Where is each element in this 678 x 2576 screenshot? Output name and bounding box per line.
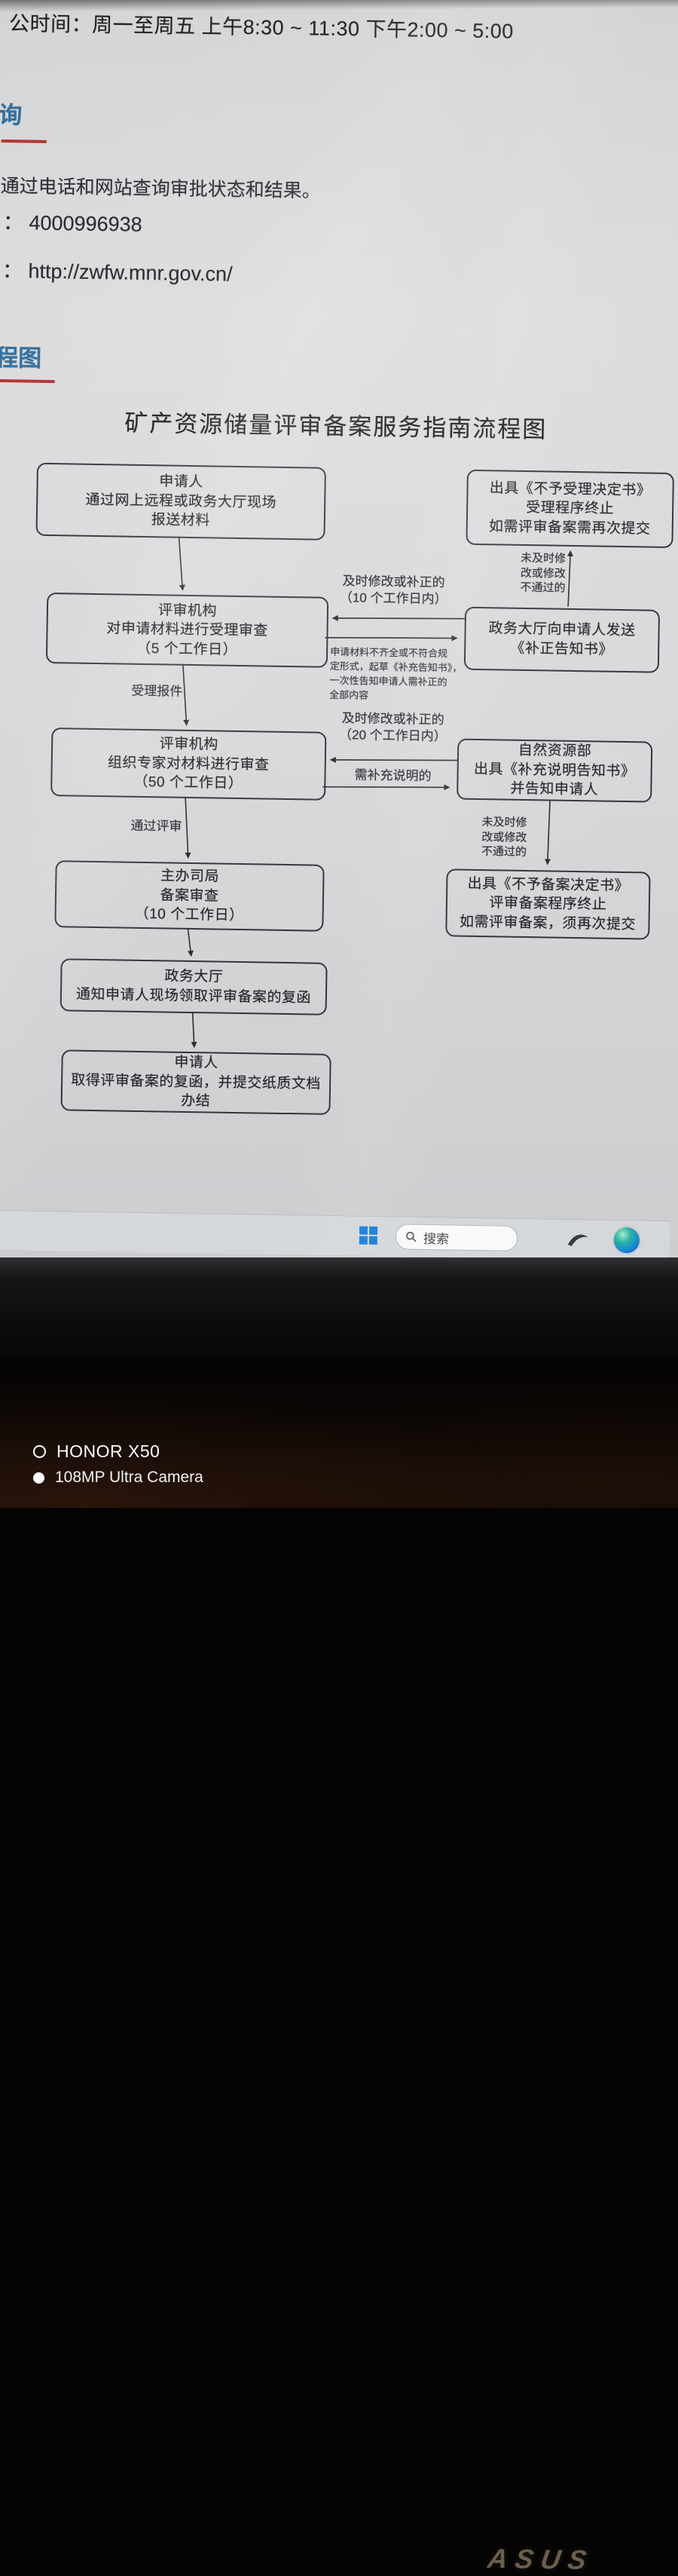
edge-browser-icon[interactable] (613, 1227, 640, 1254)
screen-content: 公时间：周一至周五 上午8:30 ~ 11:30 下午2:00 ~ 5:00 询… (0, 0, 678, 1257)
camera-watermark: HONOR X50 108MP Ultra Camera (33, 1441, 203, 1493)
flow-box-expert-review: 评审机构 组织专家对材料进行审查 （50 个工作日） (50, 727, 327, 801)
flow-box-accept-review: 评审机构 对申请材料进行受理审查 （5 个工作日） (45, 592, 329, 668)
label-fix-20days: 及时修改或补正的 （20 个工作日内） (338, 711, 447, 744)
arrow-supplement-to-reject-filing (545, 799, 551, 865)
flow-box-pickup: 政务大厅 通知申请人现场领取评审备案的复函 (60, 958, 328, 1015)
desk-background (0, 1355, 678, 1508)
arrow-correction-to-accept-review (331, 614, 465, 621)
arrow-expert-to-filing (185, 796, 191, 859)
app-swoosh-icon[interactable] (566, 1227, 590, 1251)
label-fix-10days: 及时修改或补正的 （10 个工作日内） (339, 574, 447, 607)
arrow-supplement-to-expert-review (329, 756, 457, 763)
watermark-device-row: HONOR X50 (33, 1441, 203, 1462)
section-heading-query: 询 (0, 101, 23, 129)
arrow-apply-to-accept-review (178, 536, 185, 591)
search-icon (406, 1231, 417, 1242)
section-heading-flow: 程图 (0, 344, 42, 372)
watermark-device: HONOR X50 (56, 1441, 160, 1461)
office-hours-text: 公时间：周一至周五 上午8:30 ~ 11:30 下午2:00 ~ 5:00 (8, 12, 515, 43)
ring-icon (33, 1445, 46, 1458)
label-not-fixed-bottom: 未及时修 改或修改 不通过的 (481, 816, 527, 859)
taskbar-start-button[interactable] (359, 1226, 379, 1246)
windows-taskbar: 搜索 (0, 1209, 670, 1257)
flow-box-correction-notice: 政务大厅向申请人发送 《补正告知书》 (463, 606, 661, 673)
section-underline (0, 378, 55, 384)
monitor-bezel: ASUS (0, 1257, 678, 2575)
watermark-camera: 108MP Ultra Camera (55, 1469, 203, 1486)
label-accept-filing: 受理报件 (131, 683, 183, 699)
asus-logo: ASUS (485, 2542, 597, 2576)
arrow-correction-to-reject-accept (567, 550, 573, 607)
search-label: 搜索 (423, 1231, 450, 1246)
flow-box-apply: 申请人 通过网上远程或政务大厅现场 报送材料 (35, 462, 326, 541)
query-phone: ： 4000996938 (2, 210, 142, 236)
arrow-accept-to-expert-review (182, 663, 190, 726)
flowchart: 申请人 通过网上远程或政务大厅现场 报送材料 出具《不予受理决定书》 受理程序终… (0, 441, 674, 1190)
flow-box-reject-filing: 出具《不予备案决定书》 评审备案程序终止 如需评审备案，须再次提交 (445, 868, 651, 940)
flow-box-complete: 申请人 取得评审备案的复函，并提交纸质文档 办结 (60, 1049, 331, 1115)
query-description: 通过电话和网站查询审批状态和结果。 (0, 175, 321, 202)
taskbar-search[interactable]: 搜索 (395, 1224, 518, 1251)
windows-logo-icon (359, 1226, 379, 1245)
arrow-expert-review-to-supplement (322, 784, 450, 791)
monitor-screen: 公时间：周一至周五 上午8:30 ~ 11:30 下午2:00 ~ 5:00 询… (0, 0, 678, 1257)
dot-icon (33, 1472, 44, 1484)
section-underline (1, 139, 47, 143)
watermark-camera-row: 108MP Ultra Camera (33, 1469, 203, 1487)
arrow-accept-review-to-correction (325, 635, 458, 642)
label-pass-review: 通过评审 (130, 818, 182, 834)
label-incomplete-note: 申请材料不齐全或不符合规 定形式，起草《补充告知书》， 一次性告知申请人需补正的… (329, 645, 463, 701)
flow-box-supplement-notice: 自然资源部 出具《补充说明告知书》 并告知申请人 (457, 738, 653, 803)
flow-box-reject-accept: 出具《不予受理决定书》 受理程序终止 如需评审备案需再次提交 (466, 469, 674, 549)
arrow-filing-to-pickup (187, 927, 194, 957)
label-not-fixed-top: 未及时修 改或修改 不通过的 (520, 551, 567, 595)
arrow-pickup-to-complete (191, 1012, 197, 1049)
flowchart-title: 矿产资源储量评审备案服务指南流程图 (124, 409, 548, 443)
flowchart-arrows (178, 536, 573, 1049)
label-need-supplement: 需补充说明的 (354, 767, 432, 784)
flow-box-filing-review: 主办司局 备案审查 （10 个工作日） (54, 860, 325, 932)
query-website: ： http://zwfw.mnr.gov.cn/ (2, 259, 233, 286)
